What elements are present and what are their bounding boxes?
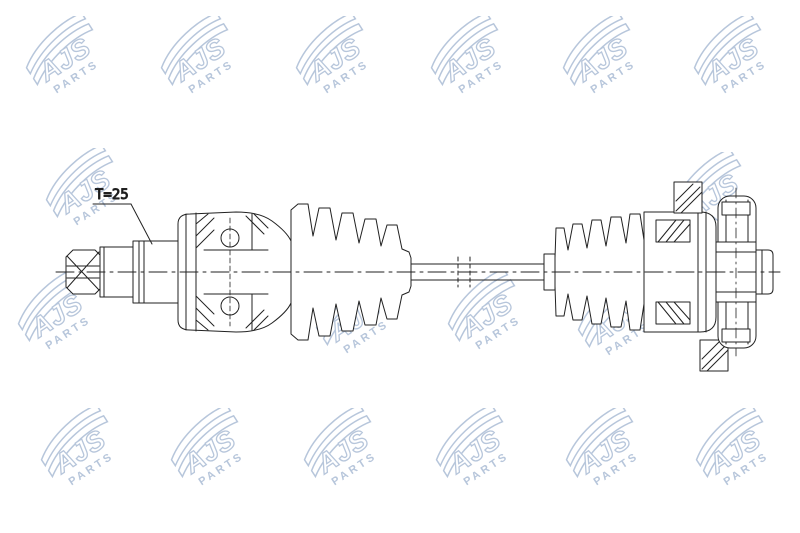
ajs-parts-watermark: AJS PARTS [290,16,376,96]
ajs-parts-logo: AJS PARTS [447,272,523,352]
ajs-parts-logo: AJS PARTS [45,148,121,228]
ajs-parts-logo: AJS PARTS [565,408,641,488]
ajs-parts-logo: AJS PARTS [695,408,771,488]
ajs-parts-watermark: AJS PARTS [155,16,241,96]
ajs-parts-watermark: AJS PARTS [430,408,516,488]
logo-upper-band [435,408,497,468]
spline-count-text: T=25 [95,187,129,203]
ajs-parts-watermark: AJS PARTS [35,408,121,488]
logo-lower-band [177,414,239,479]
t25-dimension-label: T=25 [92,187,153,245]
ajs-parts-watermark: AJS PARTS [557,16,643,96]
logo-lower-band [454,278,516,343]
logo-upper-band [695,408,757,468]
ajs-parts-logo: AJS PARTS [430,16,506,96]
logo-upper-band [170,408,232,468]
ajs-parts-logo: AJS PARTS [40,408,116,488]
logo-upper-band [303,408,365,468]
logo-lower-band [32,22,94,87]
logo-upper-band [565,408,627,468]
ajs-parts-watermark: AJS PARTS [20,16,106,96]
ajs-parts-logo: AJS PARTS [25,16,101,96]
logo-lower-band [702,414,764,479]
ajs-parts-watermark: AJS PARTS [298,408,384,488]
logo-lower-band [700,22,762,87]
logo-upper-band [562,16,624,76]
ajs-parts-logo: AJS PARTS [562,16,638,96]
logo-upper-band [295,16,357,76]
logo-upper-band [447,272,509,332]
logo-lower-band [310,414,372,479]
logo-upper-band [40,408,102,468]
ajs-parts-watermark: AJS PARTS [688,16,774,96]
logo-lower-band [47,414,109,479]
logo-lower-band [442,414,504,479]
ajs-parts-watermark: AJS PARTS [165,408,251,488]
ajs-parts-watermark: AJS PARTS [442,272,528,352]
intermediate-shaft [410,256,551,288]
logo-upper-band [25,16,87,76]
ajs-parts-watermark: AJS PARTS [560,408,646,488]
ajs-parts-logo: AJS PARTS [693,16,769,96]
ajs-parts-watermark: AJS PARTS [690,408,776,488]
logo-upper-band [693,16,755,76]
ajs-parts-logo: AJS PARTS [303,408,379,488]
ajs-parts-logo: AJS PARTS [435,408,511,488]
logo-lower-band [569,22,631,87]
ajs-parts-watermark: AJS PARTS [425,16,511,96]
logo-lower-band [52,154,114,219]
logo-lower-band [572,414,634,479]
ajs-parts-logo: AJS PARTS [295,16,371,96]
logo-upper-band [160,16,222,76]
logo-upper-band [45,148,107,208]
ajs-parts-logo: AJS PARTS [160,16,236,96]
logo-lower-band [302,22,364,87]
logo-lower-band [167,22,229,87]
ajs-parts-logo: AJS PARTS [170,408,246,488]
logo-upper-band [430,16,492,76]
logo-lower-band [437,22,499,87]
ajs-parts-watermark: AJS PARTS [40,148,126,228]
